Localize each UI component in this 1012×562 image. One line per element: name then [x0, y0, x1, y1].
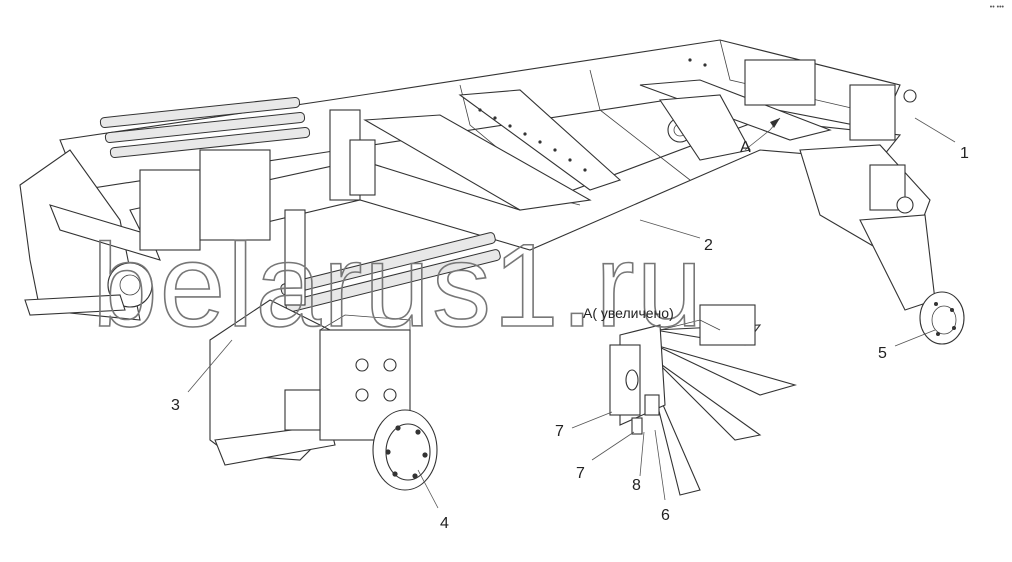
- callout-3: 3: [171, 397, 180, 414]
- callout-4: 4: [440, 515, 449, 532]
- rear-suspension: [799, 144, 965, 345]
- front-suspension: [209, 299, 438, 491]
- leader-lines: [187, 117, 956, 509]
- view-a-caption: А( увеличено): [583, 305, 674, 321]
- rivet-rows: [478, 58, 782, 172]
- corner-mark: •• •••: [989, 4, 1004, 11]
- left-suspension: [19, 96, 501, 321]
- view-a-marker: A: [740, 139, 751, 156]
- callout-7-lower: 7: [576, 465, 585, 482]
- callout-2: 2: [704, 237, 713, 254]
- callout-8: 8: [632, 477, 641, 494]
- watermark-text: belarus1.ru: [92, 220, 704, 352]
- view-a-detail: [609, 304, 798, 496]
- spring-lower-2: [285, 249, 501, 313]
- callout-7-upper: 7: [555, 423, 564, 440]
- spring-upper-1: [99, 96, 301, 129]
- fan-blade-3: [654, 359, 762, 441]
- spring-upper-3: [109, 126, 311, 159]
- spring-lower-1: [280, 232, 496, 296]
- callout-1: 1: [960, 145, 969, 162]
- callout-5: 5: [878, 345, 887, 362]
- fan-blade-2: [654, 344, 798, 396]
- callout-6: 6: [661, 507, 670, 524]
- spring-upper-2: [104, 111, 306, 144]
- wheel-hub-rear: [919, 291, 965, 345]
